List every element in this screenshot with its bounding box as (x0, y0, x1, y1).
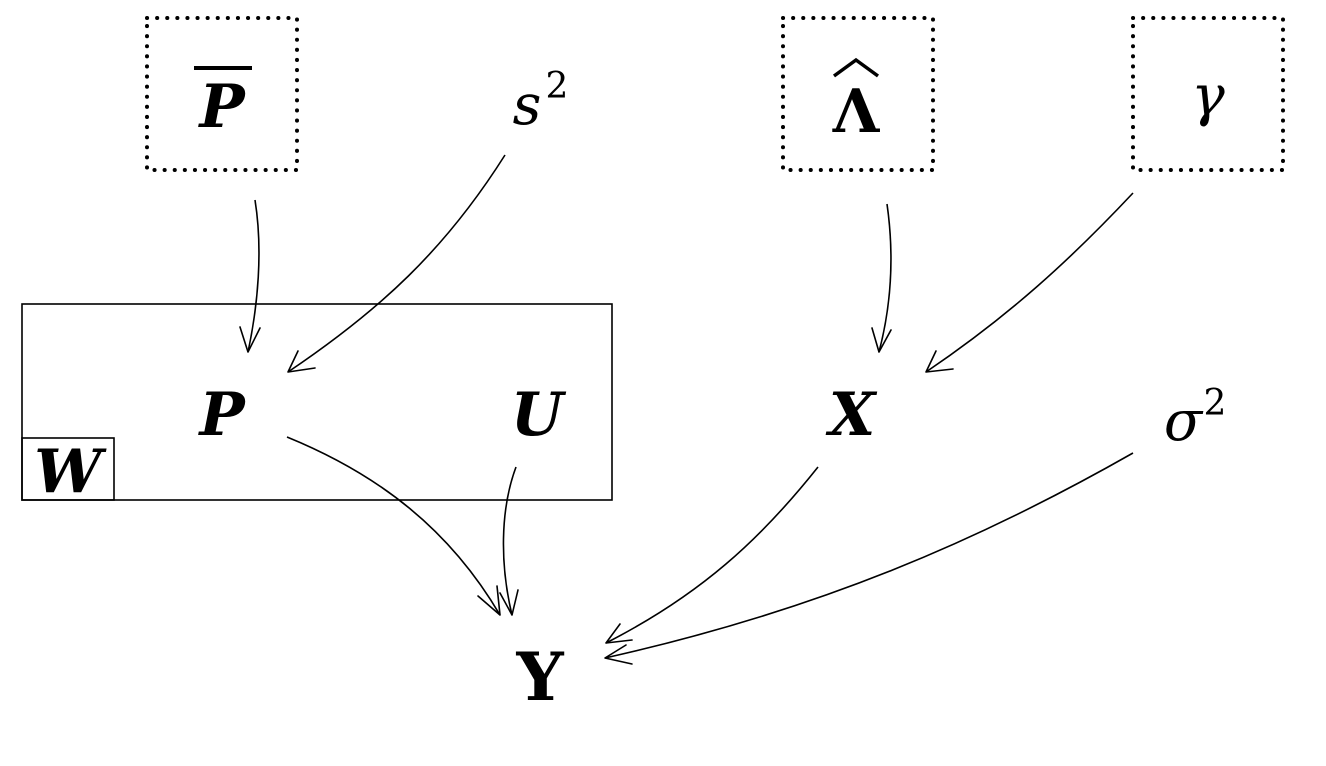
arrowhead-s-squared-to-p (287, 350, 316, 373)
edge-sigma-squared-to-y (604, 452, 1134, 659)
plate-w-label-box (21, 437, 115, 501)
edge-x-to-y (605, 466, 819, 644)
edge-s-squared-to-p (287, 154, 506, 373)
arrowhead-x-to-y (605, 623, 633, 644)
sigma-squared-base: σ (1164, 389, 1204, 454)
edge-u-to-y (502, 466, 517, 616)
arrowhead-lambda-hat-to-x (871, 327, 892, 353)
edge-gamma-to-x (925, 192, 1134, 373)
node-u: U (511, 380, 567, 450)
node-sigma-squared: σ 2 (1164, 383, 1227, 454)
node-y: Y (515, 638, 564, 716)
edge-p-bar-to-p (247, 199, 260, 353)
node-s-squared: s 2 (513, 66, 569, 138)
node-gamma: γ (1191, 64, 1225, 129)
edge-p-to-y (286, 436, 501, 616)
plate-w (21, 303, 613, 501)
p-bar-symbol: P (197, 72, 246, 142)
arrowhead-p-bar-to-p (239, 326, 261, 353)
lambda-hat-accent (832, 57, 880, 78)
arrowhead-gamma-to-x (925, 350, 954, 373)
s-squared-base: s (513, 73, 542, 138)
arrowhead-u-to-y (499, 589, 519, 616)
node-p-bar: P (194, 66, 252, 142)
node-p: P (197, 380, 246, 450)
node-x: X (825, 380, 878, 450)
sigma-squared-exponent: 2 (1204, 383, 1227, 424)
plate-w-label: W (34, 437, 107, 507)
s-squared-exponent: 2 (546, 66, 569, 107)
lambda-hat-symbol: Λ (832, 77, 881, 147)
arrowhead-sigma-squared-to-y (604, 644, 633, 665)
arrowhead-p-to-y (477, 585, 501, 616)
node-lambda-hat: Λ (832, 57, 881, 147)
edge-lambda-hat-to-x (878, 203, 892, 353)
